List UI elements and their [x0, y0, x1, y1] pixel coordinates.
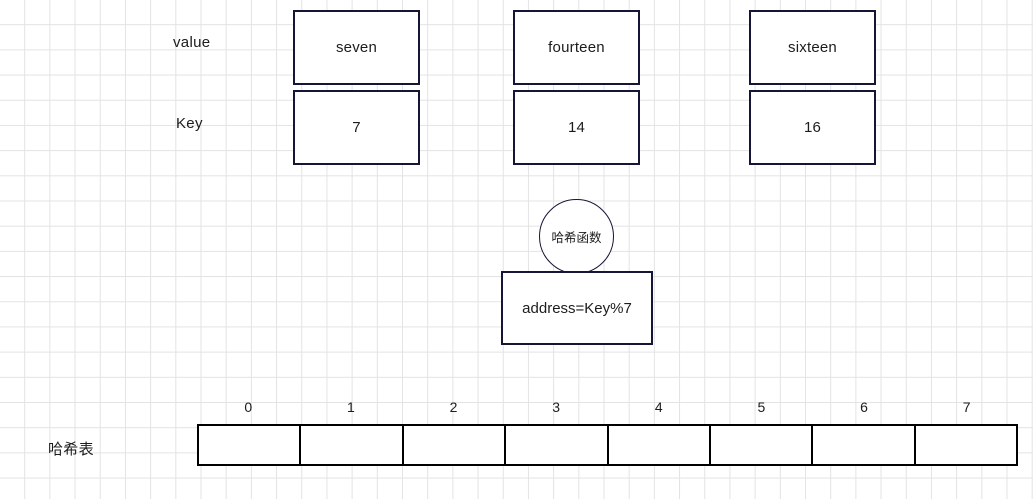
- index-label-0: 0: [244, 399, 253, 415]
- hash-function-circle[interactable]: 哈希函数: [539, 199, 614, 274]
- hash-table-cell-7[interactable]: [915, 426, 1016, 464]
- key-row-label: Key: [176, 115, 203, 132]
- hash-table-cell-2[interactable]: [403, 426, 507, 464]
- value-box-3[interactable]: sixteen: [749, 10, 876, 85]
- hash-table-label: 哈希表: [48, 441, 94, 458]
- value-box-2[interactable]: fourteen: [513, 10, 640, 85]
- value-row-label: value: [173, 34, 211, 51]
- key-box-3[interactable]: 16: [749, 90, 876, 165]
- hash-table-cell-0[interactable]: [199, 426, 302, 464]
- index-label-5: 5: [757, 399, 766, 415]
- index-label-1: 1: [347, 399, 355, 415]
- hash-table-cell-4[interactable]: [608, 426, 711, 464]
- hash-table-cell-3[interactable]: [506, 426, 609, 464]
- hash-table-index-row: 0 1 2 3 4 5 6 7: [197, 399, 1018, 415]
- value-box-1[interactable]: seven: [293, 10, 420, 85]
- index-label-7: 7: [962, 399, 971, 415]
- hash-table-cell-5[interactable]: [710, 426, 814, 464]
- hash-table[interactable]: [197, 424, 1018, 466]
- index-label-2: 2: [449, 399, 458, 415]
- hash-formula-box[interactable]: address=Key%7: [501, 271, 653, 345]
- key-box-1[interactable]: 7: [293, 90, 420, 165]
- key-box-2[interactable]: 14: [513, 90, 640, 165]
- index-label-4: 4: [654, 399, 663, 415]
- index-label-6: 6: [860, 399, 868, 415]
- hash-table-cell-6[interactable]: [813, 426, 916, 464]
- hash-table-cell-1[interactable]: [301, 426, 404, 464]
- index-label-3: 3: [552, 399, 561, 415]
